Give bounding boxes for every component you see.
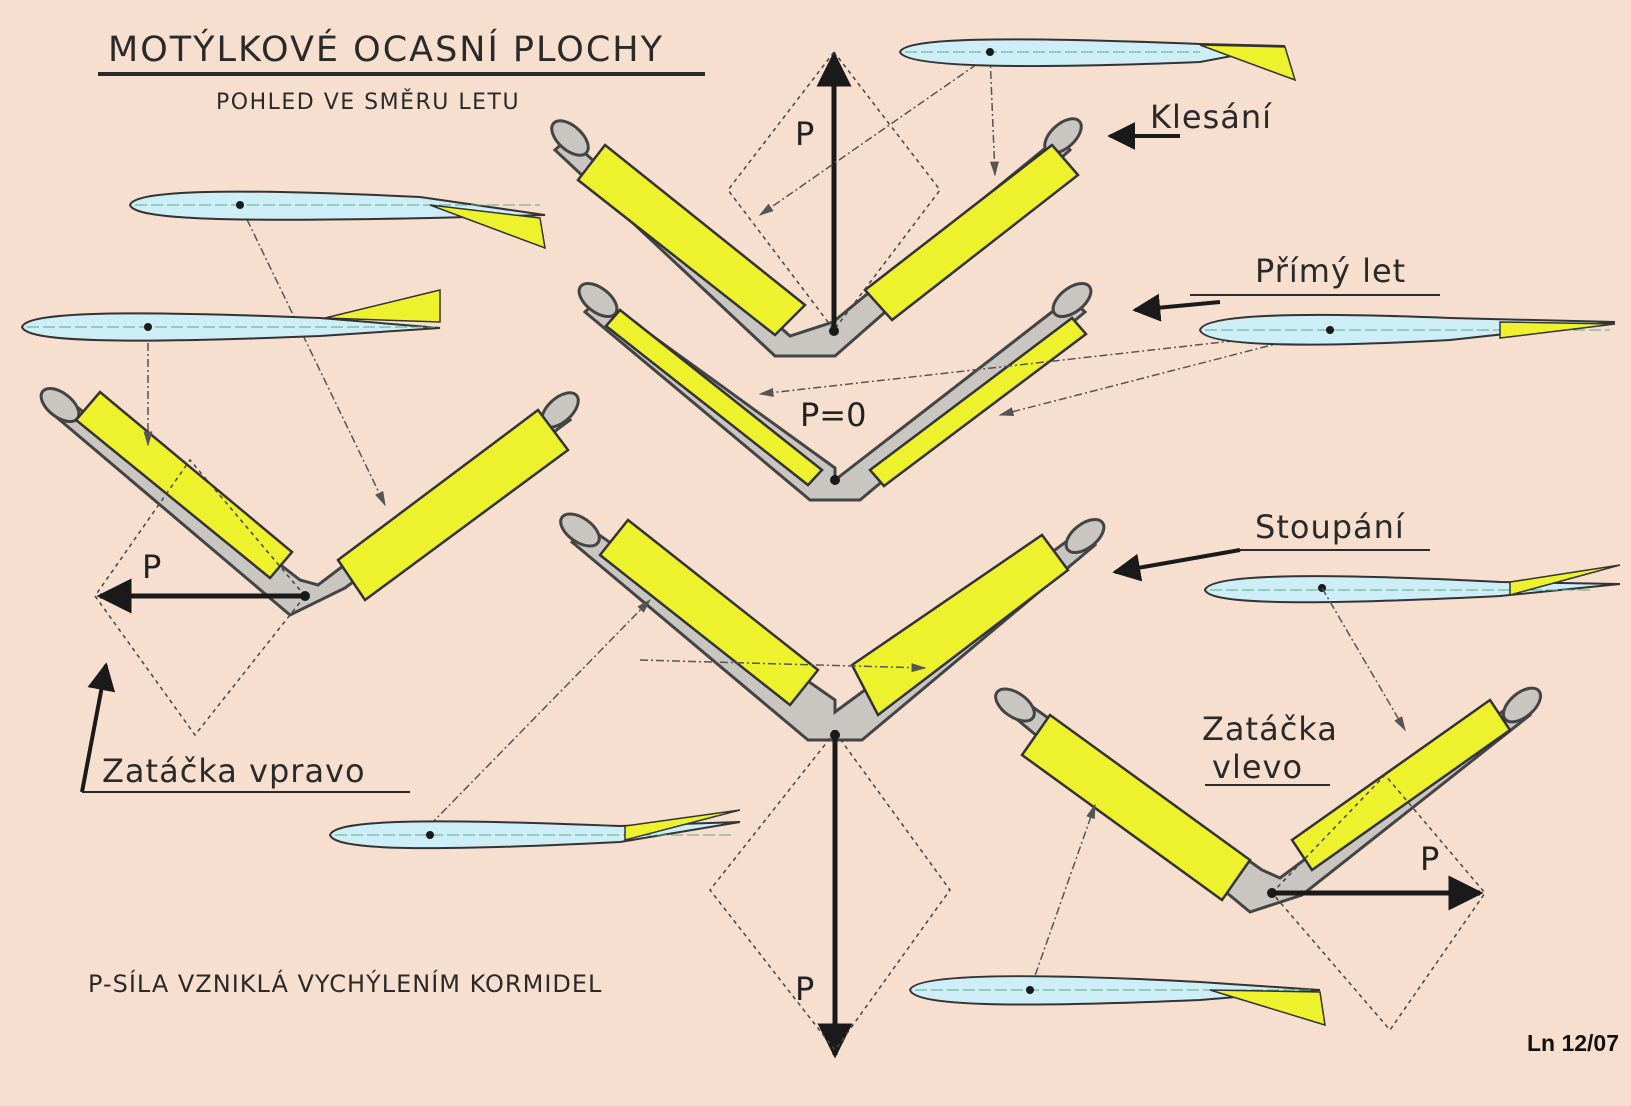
- turn-left-left-rudder: [1020, 713, 1252, 902]
- descent-vtail: [550, 51, 1083, 358]
- descent-right-rudder: [863, 143, 1080, 322]
- legend-text: P-SÍLA VZNIKLÁ VYCHÝLENÍM KORMIDEL: [88, 970, 603, 998]
- climb-airfoil-right: [1203, 564, 1621, 604]
- climb-airfoil-left: [328, 809, 741, 850]
- turn-right-right-rudder: [336, 408, 570, 602]
- reference-code: Ln 12/07: [1526, 1030, 1619, 1056]
- descent-airfoil: [898, 38, 1297, 82]
- level-left-rudder: [604, 308, 824, 487]
- state-level-label: Přímý let: [1255, 252, 1407, 290]
- level-vtail: [577, 281, 1331, 502]
- turn-left-vtail: [994, 587, 1543, 1032]
- climb-right-rudder: [850, 533, 1070, 717]
- turn-right-vtail: [39, 204, 580, 737]
- climb-left-rudder: [598, 518, 820, 707]
- level-force-label: P=0: [800, 396, 866, 434]
- page-title: MOTÝLKOVÉ OCASNÍ PLOCHY: [108, 30, 664, 70]
- state-descent-label: Klesání: [1150, 98, 1273, 136]
- turn-left-right-rudder: [1290, 698, 1512, 872]
- state-turn-left-label-line2: vlevo: [1212, 748, 1304, 786]
- turn-right-airfoil-top: [128, 190, 546, 250]
- turn-left-force-label: P: [1420, 840, 1439, 878]
- descent-force-label: P: [795, 115, 814, 153]
- descent-left-rudder: [576, 143, 807, 337]
- turn-right-left-rudder: [74, 390, 294, 580]
- turn-left-airfoil: [908, 975, 1326, 1027]
- state-climb-label: Stoupání: [1255, 508, 1405, 546]
- turn-right-force-label: P: [142, 548, 161, 586]
- state-turn-left-label-line1: Zatáčka: [1202, 710, 1338, 748]
- climb-force-label: P: [795, 970, 814, 1008]
- climb-vtail: [429, 512, 1106, 1059]
- level-airfoil: [1198, 313, 1616, 346]
- state-turn-right-label: Zatáčka vpravo: [102, 752, 366, 790]
- level-right-rudder: [868, 316, 1088, 488]
- page-subtitle: POHLED VE SMĚRU LETU: [216, 90, 521, 115]
- turn-right-airfoil-bottom: [20, 289, 441, 342]
